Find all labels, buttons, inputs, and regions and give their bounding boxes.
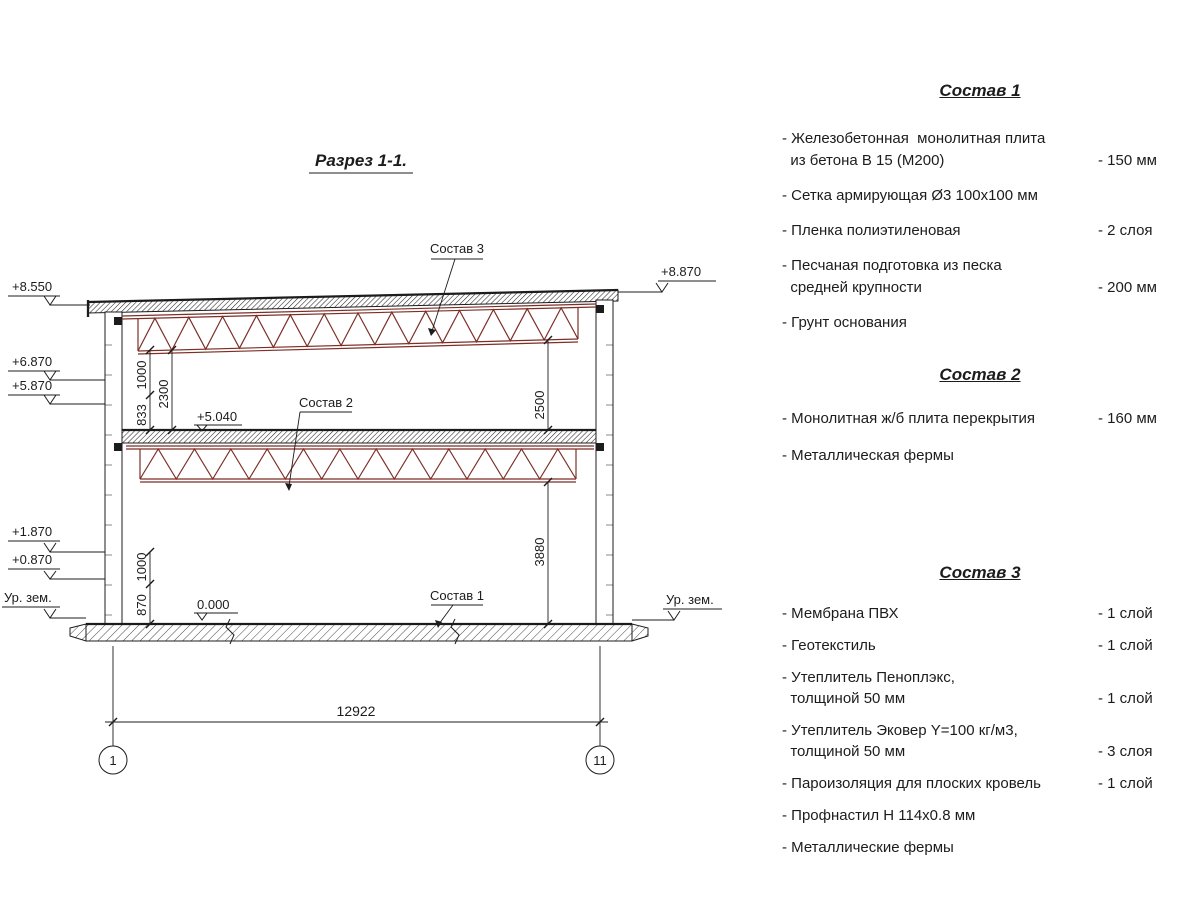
spec-item-value: - 1 слой bbox=[1098, 775, 1153, 792]
dim-width: 12922 bbox=[337, 703, 376, 719]
spec2-heading: Состав 2 bbox=[939, 365, 1021, 384]
spec-item: - Металлические фермы bbox=[782, 837, 1178, 858]
spec-item-value: - 200 мм bbox=[1098, 279, 1157, 296]
spec-item-value: - 2 слоя bbox=[1098, 222, 1153, 239]
dim-833: 833 bbox=[134, 404, 149, 426]
spec-sostav-1: Состав 1 - Железобетонная монолитная пли… bbox=[782, 80, 1178, 334]
ground-level-left: Ур. зем. bbox=[4, 590, 52, 605]
spec-item: - Пароизоляция для плоских кровель - 1 с… bbox=[782, 773, 1178, 794]
axis-label-11: 11 bbox=[593, 753, 607, 768]
spec-item-value: - 3 слоя bbox=[1098, 743, 1153, 760]
level-0000: 0.000 bbox=[197, 597, 230, 612]
ground-slab bbox=[69, 618, 649, 645]
dimension-ticks bbox=[108, 335, 605, 727]
spec-item: - Сетка армирующая Ø3 100х100 мм bbox=[782, 185, 1178, 207]
spec-item: - Железобетонная монолитная плита из бет… bbox=[782, 128, 1178, 172]
interior-levels: +5.040 0.000 bbox=[194, 409, 242, 621]
roof-slab bbox=[86, 288, 619, 317]
floor-truss-web bbox=[139, 447, 577, 481]
spec-item: - Утеплитель Пеноплэкс, толщиной 50 мм -… bbox=[782, 667, 1178, 709]
spec-item: - Песчаная подготовка из песка средней к… bbox=[782, 255, 1178, 299]
spec-item: - Утеплитель Эковер Y=100 кг/м3, толщино… bbox=[782, 720, 1178, 762]
drawing-title: Разрез 1-1. bbox=[315, 151, 407, 170]
walls bbox=[104, 299, 614, 625]
floor-slab bbox=[121, 428, 597, 444]
spec-item-label: - Монолитная ж/б плита перекрытия bbox=[782, 410, 1036, 427]
spec-item: - Мембрана ПВХ - 1 слой bbox=[782, 603, 1178, 624]
dim-3880: 3880 bbox=[532, 538, 547, 567]
level-8870: +8.870 bbox=[661, 264, 701, 279]
spec-item-value: - 150 мм bbox=[1098, 152, 1157, 169]
ground-level-right: Ур. зем. bbox=[666, 592, 714, 607]
spec-item-label: - Пленка полиэтиленовая bbox=[782, 222, 961, 239]
elevation-marks-right: +8.870 Ур. зем. bbox=[618, 264, 722, 621]
width-dimension: 12922 bbox=[105, 646, 608, 746]
floor-truss bbox=[126, 445, 594, 483]
spec-item-label: - Грунт основания bbox=[782, 314, 907, 331]
spec-sostav-2: Состав 2 - Монолитная ж/б плита перекрыт… bbox=[782, 364, 1178, 467]
axis-circle-1 bbox=[98, 745, 128, 775]
level-6870: +6.870 bbox=[12, 354, 52, 369]
spec3-heading: Состав 3 bbox=[939, 563, 1021, 582]
axis-label-1: 1 bbox=[109, 753, 116, 768]
dim-1000-upper: 1000 bbox=[134, 361, 149, 390]
spec1-heading: Состав 1 bbox=[939, 81, 1021, 100]
spec-item-label: - Песчаная подготовка из песка средней к… bbox=[782, 257, 1002, 296]
spec-sostav-3: Состав 3 - Мембрана ПВХ - 1 слой - Геоте… bbox=[782, 562, 1178, 858]
spec-item-label: - Геотекстиль bbox=[782, 637, 876, 654]
wall-hatch bbox=[105, 344, 613, 616]
callout-sostav-2: Состав 2 bbox=[299, 395, 353, 410]
spec-item-label: - Пароизоляция для плоских кровель bbox=[782, 775, 1041, 792]
spec-item: - Пленка полиэтиленовая - 2 слоя bbox=[782, 220, 1178, 242]
axis-circle-11 bbox=[585, 745, 615, 775]
spec-item: - Грунт основания bbox=[782, 312, 1178, 334]
spec-item-value: - 160 мм bbox=[1098, 410, 1157, 427]
roof-truss bbox=[121, 303, 597, 355]
spec-item-value: - 1 слой bbox=[1098, 690, 1153, 707]
level-5870: +5.870 bbox=[12, 378, 52, 393]
section-drawing: Разрез 1-1. bbox=[2, 151, 722, 775]
callout-sostav-1: Состав 1 bbox=[430, 588, 484, 603]
spec-item-label: - Железобетонная монолитная плита из бет… bbox=[782, 130, 1046, 169]
break-mark bbox=[450, 618, 460, 645]
spec-item-value: - 1 слой bbox=[1098, 637, 1153, 654]
spec-item-label: - Металлическая фермы bbox=[782, 447, 954, 464]
spec-item-value: - 1 слой bbox=[1098, 605, 1153, 622]
dim-2500: 2500 bbox=[532, 391, 547, 420]
spec-item: - Металлическая фермы bbox=[782, 445, 1178, 467]
elevation-marks-left: +8.550 +6.870 +5.870 +1.870 +0.870 Ур. з… bbox=[2, 279, 105, 619]
roof-truss-web bbox=[137, 306, 579, 352]
axis-markers: 1 11 bbox=[98, 745, 615, 775]
spec-item: - Профнастил Н 114х0.8 мм bbox=[782, 805, 1178, 826]
dim-2300: 2300 bbox=[156, 380, 171, 409]
spec-item-label: - Сетка армирующая Ø3 100х100 мм bbox=[782, 187, 1038, 204]
spec-item: - Геотекстиль - 1 слой bbox=[782, 635, 1178, 656]
spec-item-label: - Металлические фермы bbox=[782, 839, 954, 856]
dim-1000-lower: 1000 bbox=[134, 553, 149, 582]
callouts: Состав 3 Состав 2 Состав 1 bbox=[285, 241, 484, 628]
dim-870: 870 bbox=[134, 594, 149, 616]
vertical-dimensions: 2300 1000 833 1000 870 2500 3880 bbox=[134, 340, 549, 624]
spec-item-label: - Утеплитель Эковер Y=100 кг/м3, толщино… bbox=[782, 722, 1018, 760]
spec-item-label: - Профнастил Н 114х0.8 мм bbox=[782, 807, 976, 824]
specifications-column: Состав 1 - Железобетонная монолитная пли… bbox=[782, 80, 1178, 869]
spec-item-label: - Утеплитель Пеноплэкс, толщиной 50 мм bbox=[782, 669, 955, 707]
spec-item: - Монолитная ж/б плита перекрытия - 160 … bbox=[782, 408, 1178, 430]
spec-item-label: - Мембрана ПВХ bbox=[782, 605, 899, 622]
level-0870: +0.870 bbox=[12, 552, 52, 567]
callout-sostav-3: Состав 3 bbox=[430, 241, 484, 256]
level-5040: +5.040 bbox=[197, 409, 237, 424]
level-1870: +1.870 bbox=[12, 524, 52, 539]
break-mark bbox=[225, 618, 235, 645]
level-8550: +8.550 bbox=[12, 279, 52, 294]
